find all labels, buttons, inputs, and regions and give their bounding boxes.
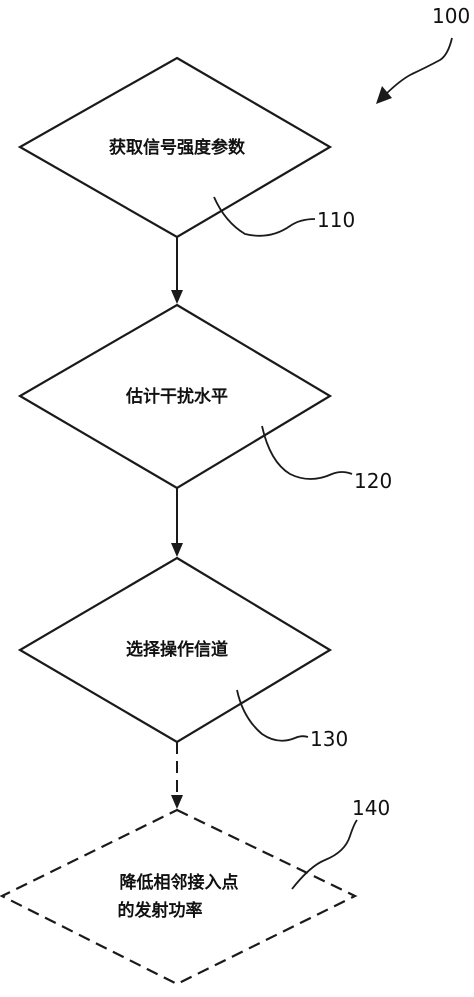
figure-reference-leader <box>383 37 453 97</box>
step-110-leader <box>213 196 316 237</box>
step-130-ref-label: 130 <box>310 727 348 751</box>
step-140-ref-label: 140 <box>352 796 390 820</box>
step-130-leader <box>236 689 309 742</box>
step-110-ref-label: 110 <box>317 208 355 232</box>
step-140-diamond-dashed <box>0 808 358 986</box>
step-140-label-line2: 的发射功率 <box>118 900 203 921</box>
figure-reference-arrowhead <box>376 86 392 104</box>
arrowhead-120-to-130 <box>171 543 183 557</box>
arrowhead-130-to-140 <box>171 795 183 809</box>
figure-reference-label: 100 <box>432 4 470 28</box>
step-140-leader <box>291 819 358 890</box>
step-130-label: 选择操作信道 <box>126 639 228 660</box>
step-140-label-line1: 降低相邻接入点 <box>120 872 239 893</box>
step-110-label: 获取信号强度参数 <box>109 137 246 158</box>
step-120-label: 估计干扰水平 <box>125 386 228 407</box>
step-120-ref-label: 120 <box>354 469 392 493</box>
arrowhead-110-to-120 <box>171 290 183 304</box>
step-120-leader <box>261 425 353 480</box>
